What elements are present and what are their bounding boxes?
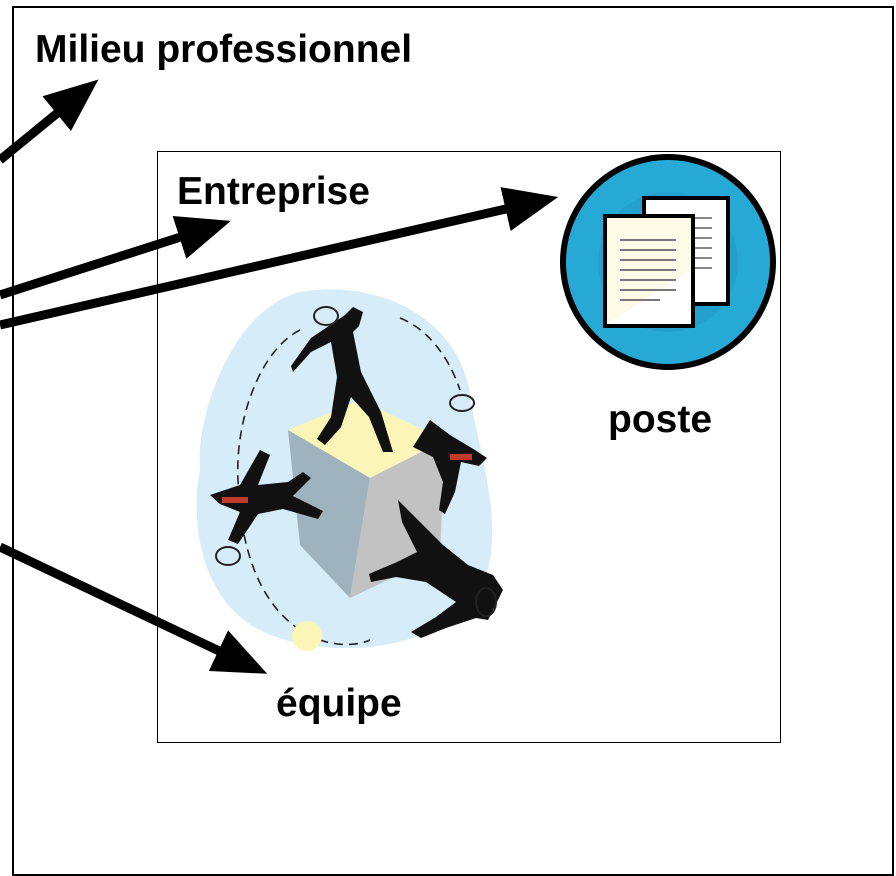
label-entreprise: Entreprise bbox=[177, 170, 370, 213]
tie-left bbox=[222, 497, 248, 503]
arrow-to-equipe bbox=[0, 542, 268, 674]
cube-top bbox=[288, 400, 445, 478]
arrow-to-milieu bbox=[0, 79, 99, 164]
cube-left bbox=[288, 430, 370, 598]
label-milieu-professionnel: Milieu professionnel bbox=[35, 28, 413, 71]
figure-top bbox=[291, 307, 393, 452]
dashed-orbit bbox=[236, 317, 461, 646]
figure-left bbox=[210, 450, 323, 544]
racket-left bbox=[215, 546, 241, 566]
racket-top bbox=[313, 306, 339, 326]
arrows bbox=[0, 79, 559, 674]
figure-right bbox=[413, 420, 487, 514]
label-equipe: équipe bbox=[276, 682, 402, 725]
teamwork-cube-clipart bbox=[196, 289, 503, 651]
racket-bottom bbox=[475, 587, 497, 617]
arrow-to-poste bbox=[0, 187, 559, 330]
document-pages-icon bbox=[560, 154, 776, 370]
arrow-to-entreprise bbox=[0, 215, 231, 300]
tie-right bbox=[450, 454, 472, 460]
ball bbox=[292, 621, 322, 651]
racket-right bbox=[449, 394, 475, 412]
figure-bottom bbox=[369, 500, 503, 638]
label-poste: poste bbox=[608, 398, 713, 441]
